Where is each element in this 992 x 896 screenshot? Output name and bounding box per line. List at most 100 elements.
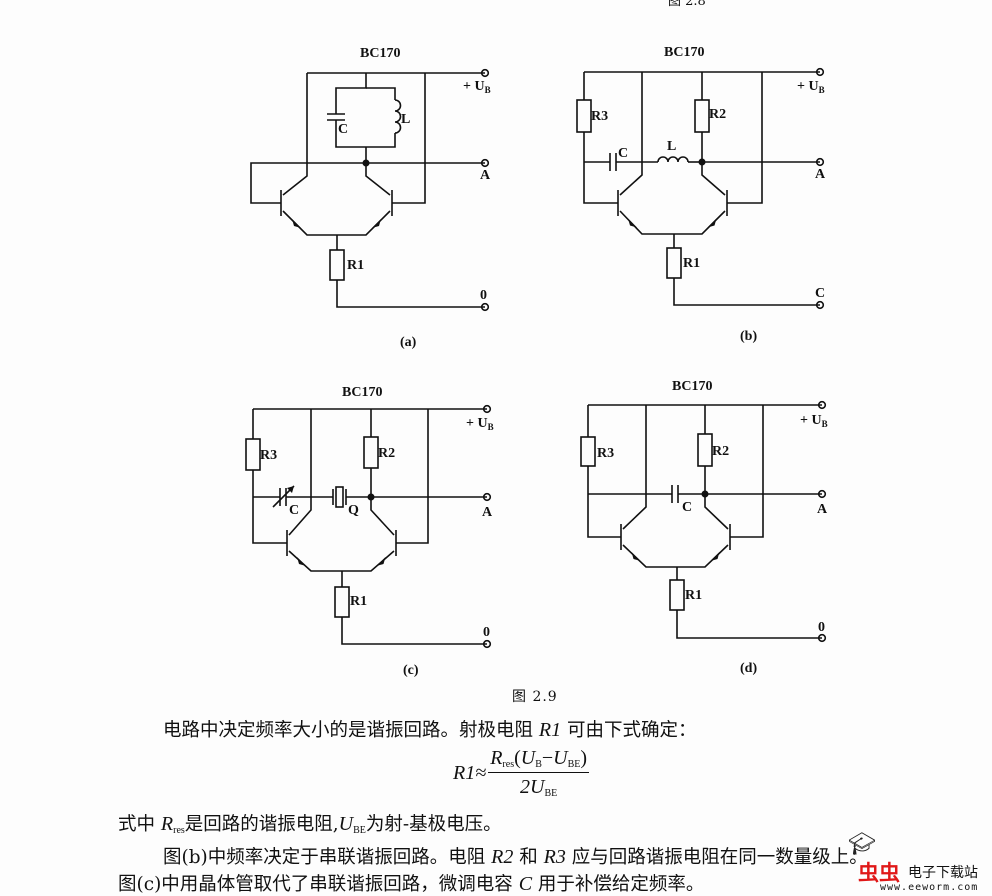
- component-label-l: L: [401, 112, 410, 127]
- var: U: [530, 776, 545, 798]
- supply-label: + UB: [800, 413, 828, 429]
- transistor-right-collector: [701, 162, 726, 196]
- emitter-arrow-icon: [297, 557, 306, 566]
- paren: (: [514, 747, 521, 769]
- supply-text: + U: [466, 416, 488, 431]
- var: U: [520, 747, 536, 769]
- text: 图(b)中频率决定于串联谐振回路。电阻: [163, 847, 492, 868]
- junction-dot: [367, 493, 375, 501]
- previous-figure-caption-fragment: 图 2.8: [668, 0, 706, 9]
- text: 式中: [118, 814, 161, 835]
- var: R: [490, 747, 503, 769]
- graduation-cap-icon: 🎓︎: [848, 832, 876, 857]
- ground-terminal: [815, 300, 825, 310]
- component-label-c: C: [289, 503, 299, 518]
- base-bias-wire: [252, 470, 287, 544]
- resistor-r1: [669, 579, 685, 611]
- emitter-wires: [622, 544, 729, 568]
- resistor-r3: [580, 436, 596, 467]
- formula-lhs: R1≈: [453, 761, 487, 784]
- formula: R1≈ Rres(UB−UBE) 2UBE: [453, 747, 590, 799]
- component-label-r3: R3: [260, 448, 277, 463]
- component-label-q: Q: [348, 503, 359, 518]
- component-label-r2: R2: [709, 107, 726, 122]
- var: U: [553, 747, 568, 769]
- component-label-r3: R3: [597, 446, 614, 461]
- ground-terminal: [817, 633, 827, 643]
- var-r1: R1: [538, 719, 562, 741]
- ground-wire: [676, 610, 822, 639]
- watermark-url: www.eeworm.com: [880, 882, 979, 893]
- transistor-label: BC170: [664, 45, 704, 60]
- output-label: A: [482, 505, 493, 520]
- transistor-right-collector: [370, 497, 395, 536]
- component-label-c: C: [682, 500, 692, 515]
- resistor-r1: [666, 247, 682, 279]
- panel-caption: (b): [740, 329, 757, 344]
- supply-terminal: [482, 404, 492, 414]
- base-bias-wire: [587, 466, 621, 538]
- text: 是回路的谐振电阻,: [184, 814, 339, 835]
- sub: res: [173, 825, 185, 836]
- ground-wire: [341, 617, 487, 645]
- component-label-c: C: [618, 146, 628, 161]
- base-feedback-wire: [392, 73, 426, 204]
- paragraph-line-1: 电路中决定频率大小的是谐振回路。射极电阻 R1 可由下式确定：: [163, 719, 697, 742]
- component-label-r2: R2: [712, 444, 729, 459]
- resistor-r2: [697, 433, 713, 467]
- supply-subscript: B: [819, 85, 825, 95]
- resistor-r3: [576, 99, 592, 133]
- component-label-r1: R1: [350, 594, 367, 609]
- emitter-arrow-icon: [292, 219, 301, 228]
- transistor-right-collector: [365, 163, 391, 196]
- text: 用于补偿给定频率。: [532, 874, 705, 895]
- base-feedback-wire: [727, 72, 763, 204]
- resistor-r2: [694, 99, 710, 133]
- component-label-r2: R2: [378, 446, 395, 461]
- crystal: [335, 486, 344, 508]
- transistor-left-collector: [619, 162, 643, 196]
- supply-subscript: B: [488, 422, 494, 432]
- transistor-left-collector: [282, 163, 308, 196]
- emitter-wires: [288, 550, 395, 572]
- resistor-r1: [329, 249, 345, 281]
- transistor-label: BC170: [342, 385, 382, 400]
- text: 电路中决定频率大小的是谐振回路。射极电阻: [163, 720, 539, 741]
- output-label: A: [480, 168, 491, 183]
- supply-label: + UB: [797, 79, 825, 95]
- emitter-arrow-icon: [707, 218, 717, 228]
- inductor: [394, 99, 402, 134]
- panel-caption: (a): [400, 335, 417, 350]
- component-label-r1: R1: [347, 258, 364, 273]
- supply-terminal: [817, 400, 827, 410]
- minus: −: [541, 747, 554, 769]
- var: R: [160, 813, 174, 835]
- output-label: A: [817, 502, 828, 517]
- supply-text: + U: [797, 79, 819, 94]
- panel-caption: (d): [740, 661, 757, 676]
- formula-denominator: 2UBE: [520, 773, 557, 799]
- ground-wire: [673, 278, 820, 306]
- var: R2: [491, 846, 514, 868]
- supply-terminal: [815, 67, 825, 77]
- supply-text: + U: [800, 413, 822, 428]
- formula-fraction: Rres(UB−UBE) 2UBE: [488, 747, 590, 799]
- text: 为射-基极电压。: [365, 814, 502, 835]
- paragraph-line-4: 图(b)中频率决定于串联谐振回路。电阻 R2 和 R3 应与回路谐振电阻在同一数…: [163, 846, 868, 869]
- emitter-arrow-icon: [628, 218, 637, 228]
- junction-dot: [698, 158, 706, 166]
- var: R3: [543, 846, 566, 868]
- text: 可由下式确定：: [561, 720, 697, 741]
- trimmer-arrowhead-icon: [287, 486, 294, 493]
- emitter-wires: [619, 210, 726, 235]
- junction-dot: [362, 159, 370, 167]
- sub: BE: [353, 825, 366, 836]
- ground-label: C: [815, 286, 825, 301]
- component-label-r3: R3: [591, 109, 608, 124]
- sub: res: [502, 759, 515, 770]
- resistor-r3: [245, 438, 261, 471]
- ground-wire: [336, 280, 485, 308]
